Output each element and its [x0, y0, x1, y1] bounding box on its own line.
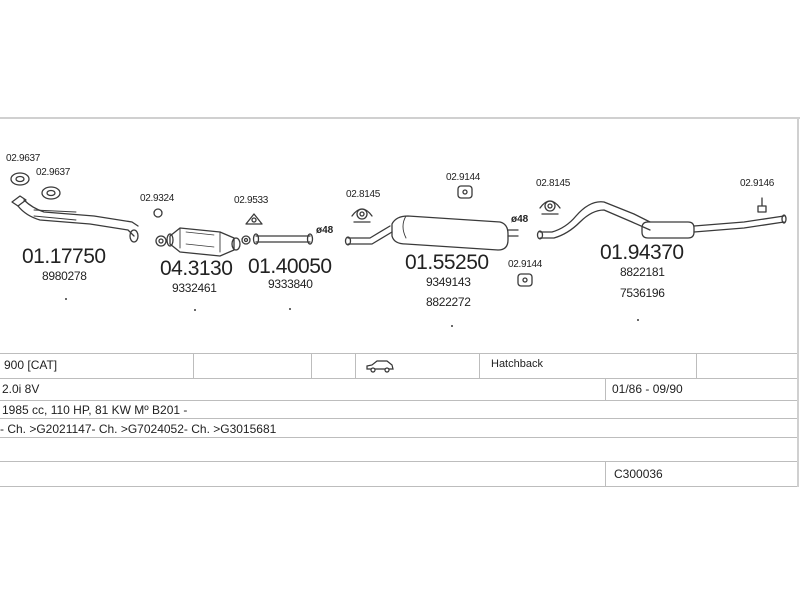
gasket-code-label: 02.9533 [234, 195, 269, 206]
gasket-code-label: 02.9637 [36, 167, 71, 178]
part-number-label[interactable]: 01.17750 [22, 245, 106, 268]
gasket-icon[interactable] [241, 213, 263, 245]
gasket-code-label: 02.9637 [6, 153, 41, 164]
front-pipe-part[interactable] [11, 195, 139, 243]
table-divider [605, 378, 606, 400]
clamp-icon[interactable] [539, 200, 561, 215]
exhaust-diagram [10, 172, 787, 327]
vehicle-engine: 2.0i 8V [2, 382, 40, 396]
diagram-frame-right [797, 117, 799, 487]
vehicle-code[interactable]: C300036 [614, 467, 663, 481]
vehicle-spec: 1985 cc, 110 HP, 81 KW Mº B201 - [2, 403, 188, 417]
hanger-code-label: 02.9144 [508, 259, 543, 270]
part-number-label[interactable]: 01.55250 [405, 251, 489, 274]
vehicle-row-code: C300036 [0, 462, 797, 487]
clamp-code-label: 02.8145 [346, 189, 381, 200]
middle-silencer-part[interactable] [344, 215, 519, 251]
car-hatchback-icon [365, 359, 395, 378]
part-number-label[interactable]: 01.94370 [600, 241, 684, 264]
clamp-code-label: 02.9324 [140, 193, 175, 204]
part-number-label[interactable]: 01.40050 [248, 255, 332, 278]
diagram-frame-top [0, 117, 800, 119]
vehicle-row-model: 900 [CAT] Hatchback [0, 353, 797, 379]
vehicle-row-chassis: - Ch. >G2021147- Ch. >G7024052- Ch. >G30… [0, 419, 797, 438]
vehicle-model: 900 [CAT] [4, 358, 58, 372]
gasket-icon[interactable] [10, 172, 30, 186]
vehicle-chassis: - Ch. >G2021147- Ch. >G7024052- Ch. >G30… [0, 422, 277, 436]
table-divider [605, 462, 606, 486]
clamp-icon[interactable] [351, 208, 373, 223]
clamp-code-label: 02.8145 [536, 178, 571, 189]
oe-number-label: 9333840 [268, 277, 313, 291]
vehicle-years: 01/86 - 09/90 [612, 382, 683, 396]
oe-number-label: 9332461 [172, 281, 217, 295]
oe-number-label: 9349143 [426, 275, 471, 289]
hanger-icon[interactable] [517, 273, 533, 287]
hanger-icon[interactable] [457, 185, 473, 199]
table-divider [696, 354, 697, 378]
hanger-code-label: 02.9146 [740, 178, 775, 189]
hanger-code-label: 02.9144 [446, 172, 481, 183]
table-divider [311, 354, 312, 378]
gasket-icon[interactable] [41, 186, 61, 200]
oe-number-label: 8822272 [426, 295, 471, 309]
part-number-label[interactable]: 04.3130 [160, 257, 233, 280]
catalyst-part[interactable] [166, 227, 241, 257]
table-divider [479, 354, 480, 378]
hanger-icon[interactable] [757, 197, 767, 213]
table-divider [193, 354, 194, 378]
oe-number-label: 8822181 [620, 265, 665, 279]
vehicle-body: Hatchback [491, 358, 543, 370]
vehicle-row-engine: 2.0i 8V 01/86 - 09/90 [0, 378, 797, 401]
clamp-icon[interactable] [153, 208, 163, 218]
vehicle-row-spec: 1985 cc, 110 HP, 81 KW Mº B201 - [0, 401, 797, 419]
diameter-label: ø48 [316, 225, 334, 236]
gasket-icon[interactable] [155, 235, 167, 247]
table-divider [355, 354, 356, 378]
diameter-label: ø48 [511, 214, 529, 225]
vehicle-row-empty [0, 438, 797, 462]
middle-pipe-part[interactable] [252, 233, 314, 245]
oe-number-label: 7536196 [620, 286, 665, 300]
oe-number-label: 8980278 [42, 269, 87, 283]
rear-silencer-part[interactable] [536, 201, 787, 240]
